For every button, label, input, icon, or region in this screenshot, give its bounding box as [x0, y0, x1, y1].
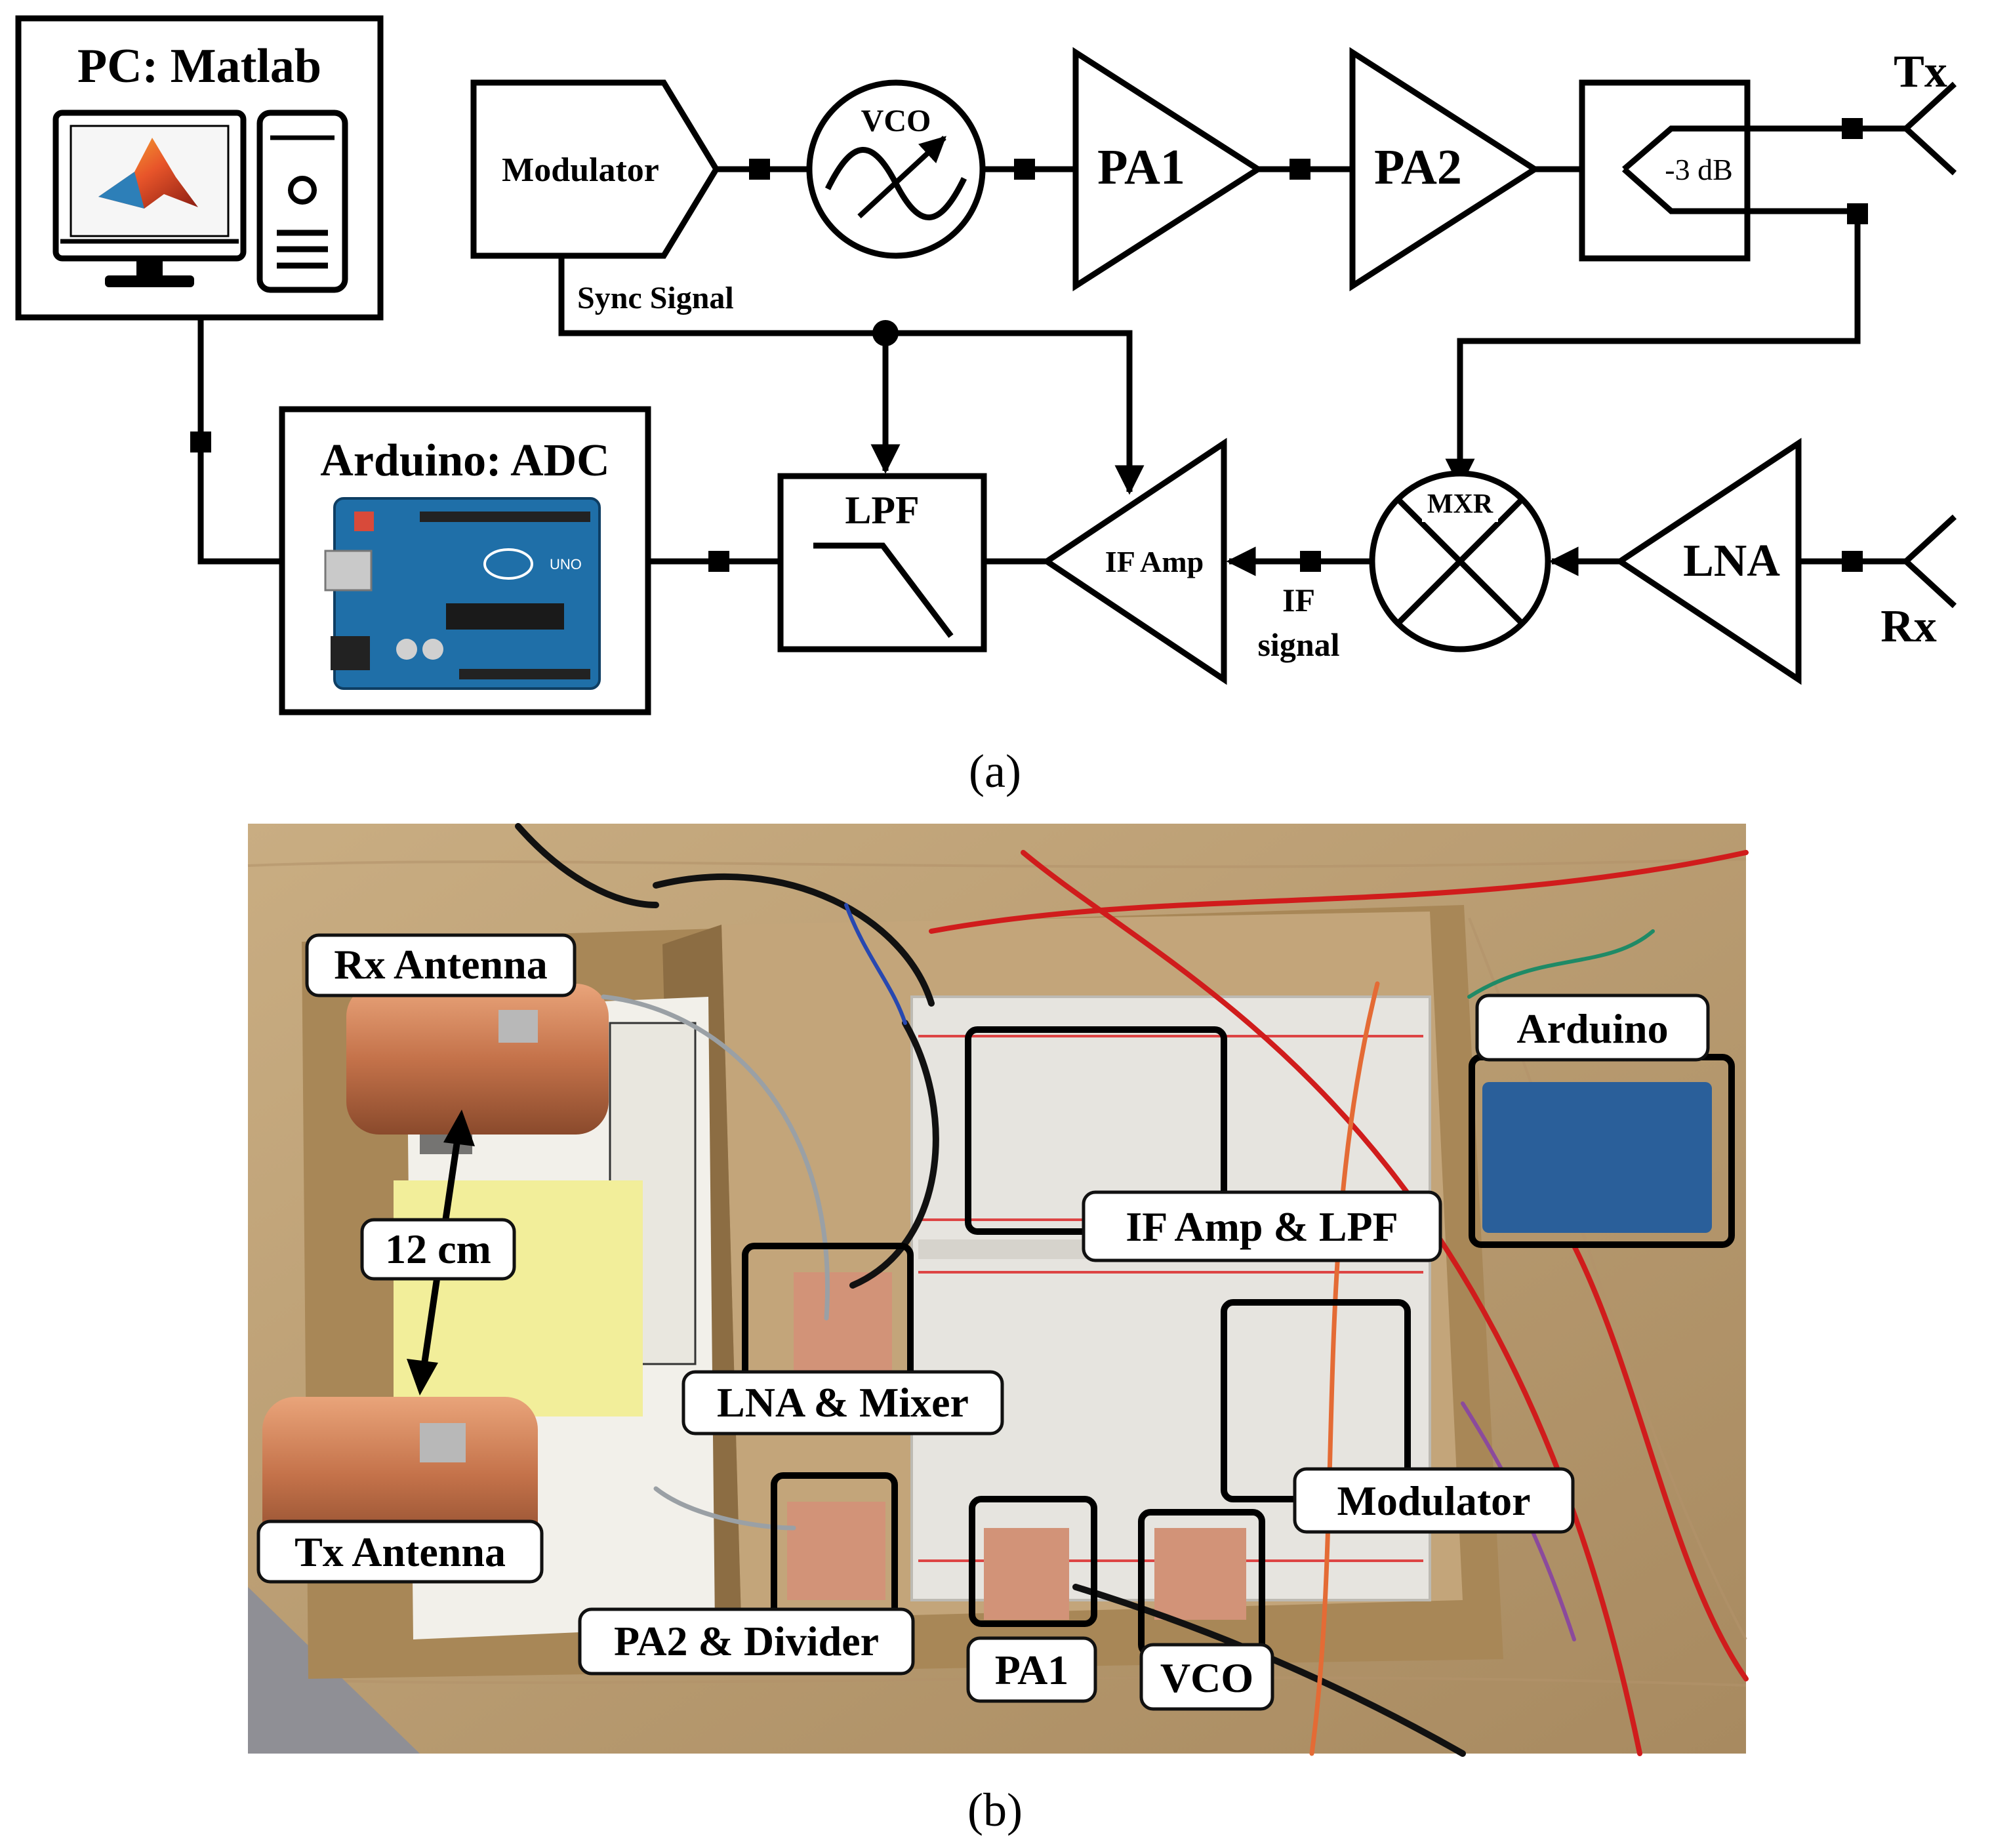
rx-label: Rx — [1880, 601, 1937, 652]
wire-connector — [1014, 159, 1035, 180]
sync-wire — [558, 256, 1145, 495]
vco-label: VCO — [861, 104, 931, 138]
wire-connector — [1289, 159, 1310, 180]
if-amp-block: IF Amp — [1041, 437, 1227, 685]
callout-vco: VCO — [1139, 1643, 1274, 1711]
block-diagram: PC: Matlab — [15, 15, 1957, 797]
caption-b: (b) — [967, 1784, 1023, 1836]
wire-connector — [1847, 203, 1868, 224]
svg-text:Modulator: Modulator — [1337, 1477, 1530, 1524]
pc-arduino-wire — [197, 319, 282, 565]
mixer-block: MXR — [1369, 470, 1551, 653]
caption-a: (a) — [969, 745, 1021, 797]
uno-label: UNO — [550, 556, 582, 572]
callout-tx-antenna: Tx Antenna — [256, 1519, 544, 1584]
lna-label: LNA — [1683, 536, 1780, 586]
modulator-block: Modulator — [470, 79, 720, 259]
svg-text:Tx Antenna: Tx Antenna — [294, 1529, 506, 1575]
wire-connector — [1842, 551, 1863, 572]
wire-connector — [190, 432, 211, 452]
pa2-label: PA2 — [1374, 140, 1462, 195]
callout-pa1: PA1 — [966, 1636, 1097, 1703]
if-signal-label-1: IF — [1282, 582, 1315, 618]
svg-text:VCO: VCO — [1160, 1655, 1253, 1701]
svg-text:Rx Antenna: Rx Antenna — [334, 941, 547, 988]
callout-if-amp-lpf: IF Amp & LPF — [1082, 1190, 1442, 1262]
callout-rx-antenna: Rx Antenna — [305, 933, 577, 997]
tune-arrow-icon — [857, 136, 946, 218]
wire-connector — [1842, 118, 1863, 139]
callout-lna-mixer: LNA & Mixer — [681, 1370, 1004, 1436]
svg-text:IF Amp & LPF: IF Amp & LPF — [1126, 1203, 1398, 1250]
svg-text:PA2 & Divider: PA2 & Divider — [614, 1618, 879, 1664]
rx-antenna-copper — [346, 984, 609, 1135]
computer-tower-icon — [256, 110, 348, 293]
lna-block: LNA — [1614, 437, 1802, 685]
arduino-adc-block: Arduino: ADC UNO — [279, 406, 651, 715]
svg-text:LNA & Mixer: LNA & Mixer — [717, 1379, 969, 1426]
svg-text:12 cm: 12 cm — [385, 1226, 491, 1272]
lo-wire — [1445, 208, 1861, 489]
sync-signal-label: Sync Signal — [577, 281, 734, 315]
callout-arduino: Arduino — [1475, 994, 1710, 1062]
tx-antenna-icon — [1903, 81, 1957, 176]
pcb-boards — [787, 1082, 1712, 1620]
modulator-label: Modulator — [502, 151, 659, 189]
pc-label: PC: Matlab — [77, 39, 321, 93]
pa2-block: PA2 — [1349, 47, 1541, 292]
arduino-board-icon: UNO — [324, 497, 601, 690]
junction-dot — [872, 320, 899, 346]
if-amp-label: IF Amp — [1105, 545, 1204, 578]
lpf-label: LPF — [845, 489, 919, 532]
pa1-block: PA1 — [1072, 47, 1264, 292]
svg-text:PA1: PA1 — [995, 1647, 1069, 1693]
vco-block: VCO — [806, 79, 986, 259]
pc-block: PC: Matlab — [15, 15, 384, 321]
matlab-logo-icon — [98, 138, 198, 209]
hardware-photo: Rx Antenna 12 cm Tx Antenna LNA & Mixer … — [247, 823, 1749, 1757]
arduino-adc-label: Arduino: ADC — [320, 435, 609, 486]
callout-pa2-divider: PA2 & Divider — [578, 1607, 915, 1676]
callout-modulator: Modulator — [1293, 1467, 1575, 1534]
if-signal-label-2: signal — [1257, 626, 1339, 663]
divider-block: -3 dB — [1579, 79, 1751, 262]
divider-label: -3 dB — [1665, 153, 1733, 186]
svg-text:Arduino: Arduino — [1516, 1005, 1668, 1052]
wire-connector — [749, 159, 770, 180]
mixer-label: MXR — [1427, 489, 1493, 519]
lpf-block: LPF — [777, 473, 987, 653]
tx-antenna-copper — [262, 1397, 538, 1554]
rx-antenna-icon — [1903, 514, 1957, 609]
tx-label: Tx — [1894, 47, 1947, 97]
pa1-label: PA1 — [1097, 140, 1185, 195]
lowpass-icon — [813, 542, 954, 638]
wire-connector — [1300, 551, 1321, 572]
wire-connector — [708, 551, 729, 572]
callout-distance: 12 cm — [360, 1218, 516, 1281]
